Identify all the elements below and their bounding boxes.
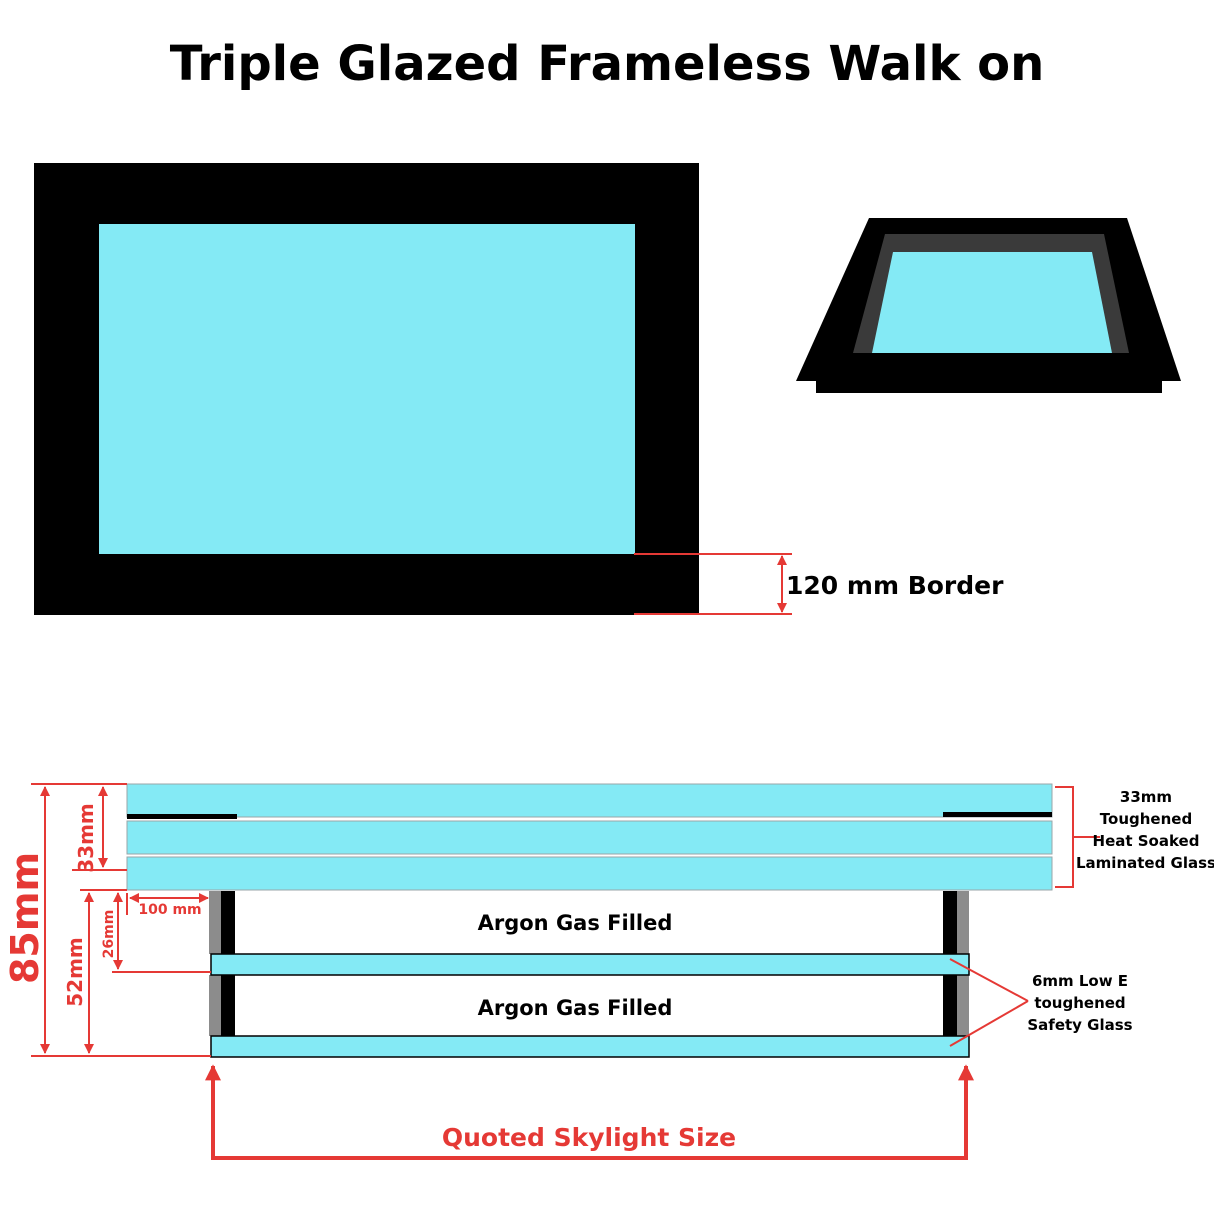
lowe-note-line-3: Safety Glass [1027,1016,1132,1034]
page-title: Triple Glazed Frameless Walk on [170,36,1045,92]
lowe-note-line-1: 6mm Low E [1032,972,1128,990]
laminated-note-line-1: 33mm [1120,788,1172,806]
quoted-size-label: Quoted Skylight Size [442,1123,736,1152]
frit-band-right [943,812,1052,817]
spacers [209,891,969,1036]
lowe-panes [210,953,970,1058]
dim-26-label: 26mm [101,910,117,959]
laminated-pane-top [126,783,1053,818]
top-view-glass [99,224,635,554]
argon-label-lower: Argon Gas Filled [478,996,673,1020]
laminated-callout: 33mm Toughened Heat Soaked Laminated Gla… [1055,786,1214,888]
dim-100-label: 100 mm [138,902,201,918]
quoted-size-bracket: Quoted Skylight Size [205,1064,974,1160]
laminated-pane-bottom [126,856,1053,891]
lowe-pane-upper [210,953,970,976]
argon-label-upper: Argon Gas Filled [478,911,673,935]
laminated-note-line-2: Toughened [1100,810,1192,828]
laminated-glass-panes [126,783,1053,891]
laminated-pane-middle [126,820,1053,855]
laminated-note-line-3: Heat Soaked [1093,832,1200,850]
lowe-pane-lower [210,1035,970,1058]
top-view-skylight [34,163,699,615]
perspective-skylight [796,218,1181,393]
frit-band-left [127,814,237,819]
left-dimensions: 85mm 33mm 52mm 26mm 100 mm [3,783,211,1057]
laminated-note-line-4: Laminated Glass [1076,854,1214,872]
dim-33-label: 33mm [74,803,98,873]
border-dimension: 120 mm Border [634,553,1004,615]
total-height-label: 85mm [3,852,47,984]
border-label: 120 mm Border [786,571,1004,600]
dim-52-label: 52mm [63,937,87,1007]
lowe-callout: 6mm Low E toughened Safety Glass [949,958,1133,1047]
lowe-note-line-2: toughened [1034,994,1125,1012]
